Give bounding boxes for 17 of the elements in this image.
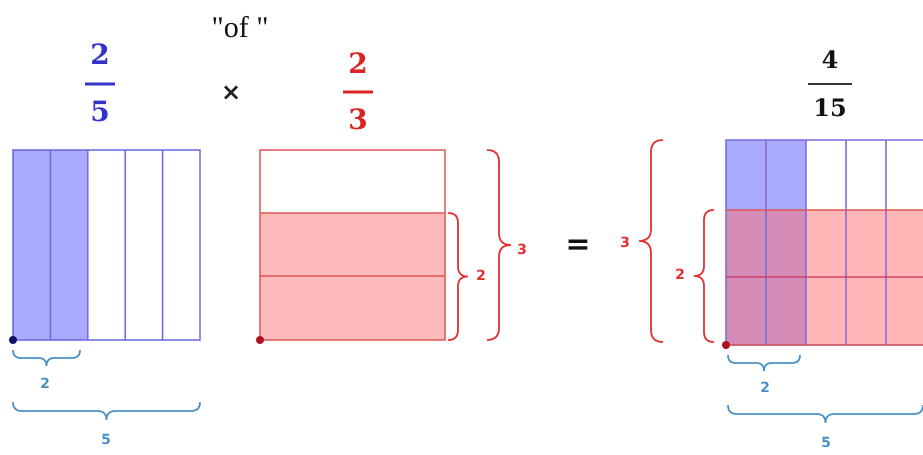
brace-label: 3 <box>620 236 630 250</box>
brace-label: 3 <box>517 243 527 257</box>
brace-label: 5 <box>101 433 111 447</box>
fraction-numerator: 2 <box>90 41 110 69</box>
fraction-denominator: 3 <box>348 106 368 134</box>
brace-label: 2 <box>476 269 486 283</box>
brace-label: 2 <box>675 268 685 282</box>
fraction-numerator: 2 <box>348 50 368 78</box>
word-label: "of " <box>212 13 268 43</box>
brace-label: 5 <box>821 436 831 450</box>
fraction-denominator: 15 <box>813 96 847 120</box>
fraction-numerator: 4 <box>822 48 838 72</box>
brace-label: 2 <box>40 377 50 391</box>
multiplication-sign: × <box>220 80 242 104</box>
brace-label: 2 <box>760 381 770 395</box>
equals-sign: = <box>565 230 591 260</box>
fraction-denominator: 5 <box>90 98 110 126</box>
